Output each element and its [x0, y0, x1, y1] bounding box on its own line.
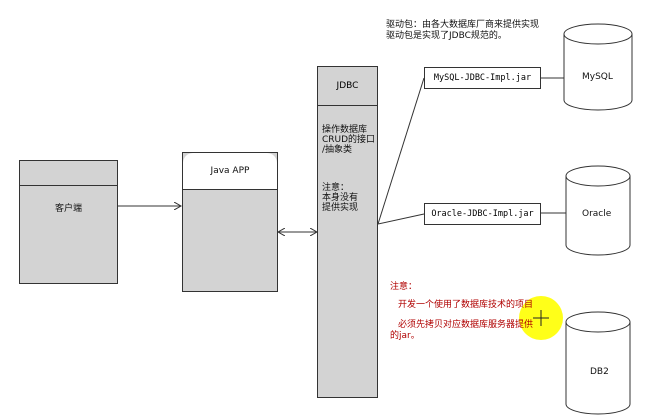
oracle-db-label: Oracle [582, 209, 612, 219]
jdbc-desc-line: 操作数据库 [322, 125, 368, 135]
jdbc-desc-line: /抽象类 [322, 145, 353, 155]
mysql-jar-box: MySQL-JDBC-Impl.jar [424, 67, 541, 89]
oracle-jar-box: Oracle-JDBC-Impl.jar [424, 203, 541, 225]
jdbc-box: JDBC 操作数据库 CRUD的接口 /抽象类 注意： 本身没有 提供实现 [317, 66, 378, 398]
attention-line: 的jar。 [390, 331, 420, 341]
oracle-database-cylinder [565, 165, 631, 256]
cursor-crosshair-icon [533, 310, 549, 326]
attention-note: 注意： 开发一个使用了数据库技术的项目 必须先拷贝对应数据库服务器提供 的jar… [390, 279, 533, 341]
jdbc-note-line: 注意： [322, 183, 350, 193]
java-app-header: Java APP [183, 153, 277, 190]
jdbc-note-line: 本身没有 [322, 193, 359, 203]
mysql-database-cylinder [563, 23, 633, 111]
jdbc-description: 操作数据库 CRUD的接口 /抽象类 [322, 125, 375, 155]
oracle-jar-label: Oracle-JDBC-Impl.jar [431, 209, 534, 219]
db2-database-cylinder [565, 311, 631, 415]
jdbc-note-line: 提供实现 [322, 203, 359, 213]
line-jdbc-to-oracle-jar [377, 213, 425, 225]
client-label: 客户端 [54, 204, 82, 214]
java-app-box: Java APP [182, 152, 278, 292]
mysql-jar-label: MySQL-JDBC-Impl.jar [433, 73, 532, 83]
jdbc-desc-line: CRUD的接口 [322, 135, 376, 145]
driver-note-line: 驱动包：由各大数据库厂商来提供实现 [386, 20, 540, 30]
driver-package-note: 驱动包：由各大数据库厂商来提供实现 驱动包是实现了JDBC规范的。 [386, 20, 539, 42]
line-jdbc-to-mysql-jar [377, 77, 425, 225]
attention-line: 开发一个使用了数据库技术的项目 [398, 300, 534, 310]
client-box-header [20, 161, 117, 186]
mysql-db-label: MySQL [582, 72, 613, 82]
driver-note-line: 驱动包是实现了JDBC规范的。 [386, 31, 507, 41]
jdbc-title: JDBC [318, 67, 377, 106]
java-app-label: Java APP [210, 166, 250, 176]
attention-line: 必须先拷贝对应数据库服务器提供 [398, 320, 534, 330]
attention-title: 注意： [390, 282, 418, 292]
db2-db-label: DB2 [590, 367, 609, 377]
jdbc-note: 注意： 本身没有 提供实现 [322, 183, 358, 213]
client-box: 客户端 [19, 160, 118, 284]
